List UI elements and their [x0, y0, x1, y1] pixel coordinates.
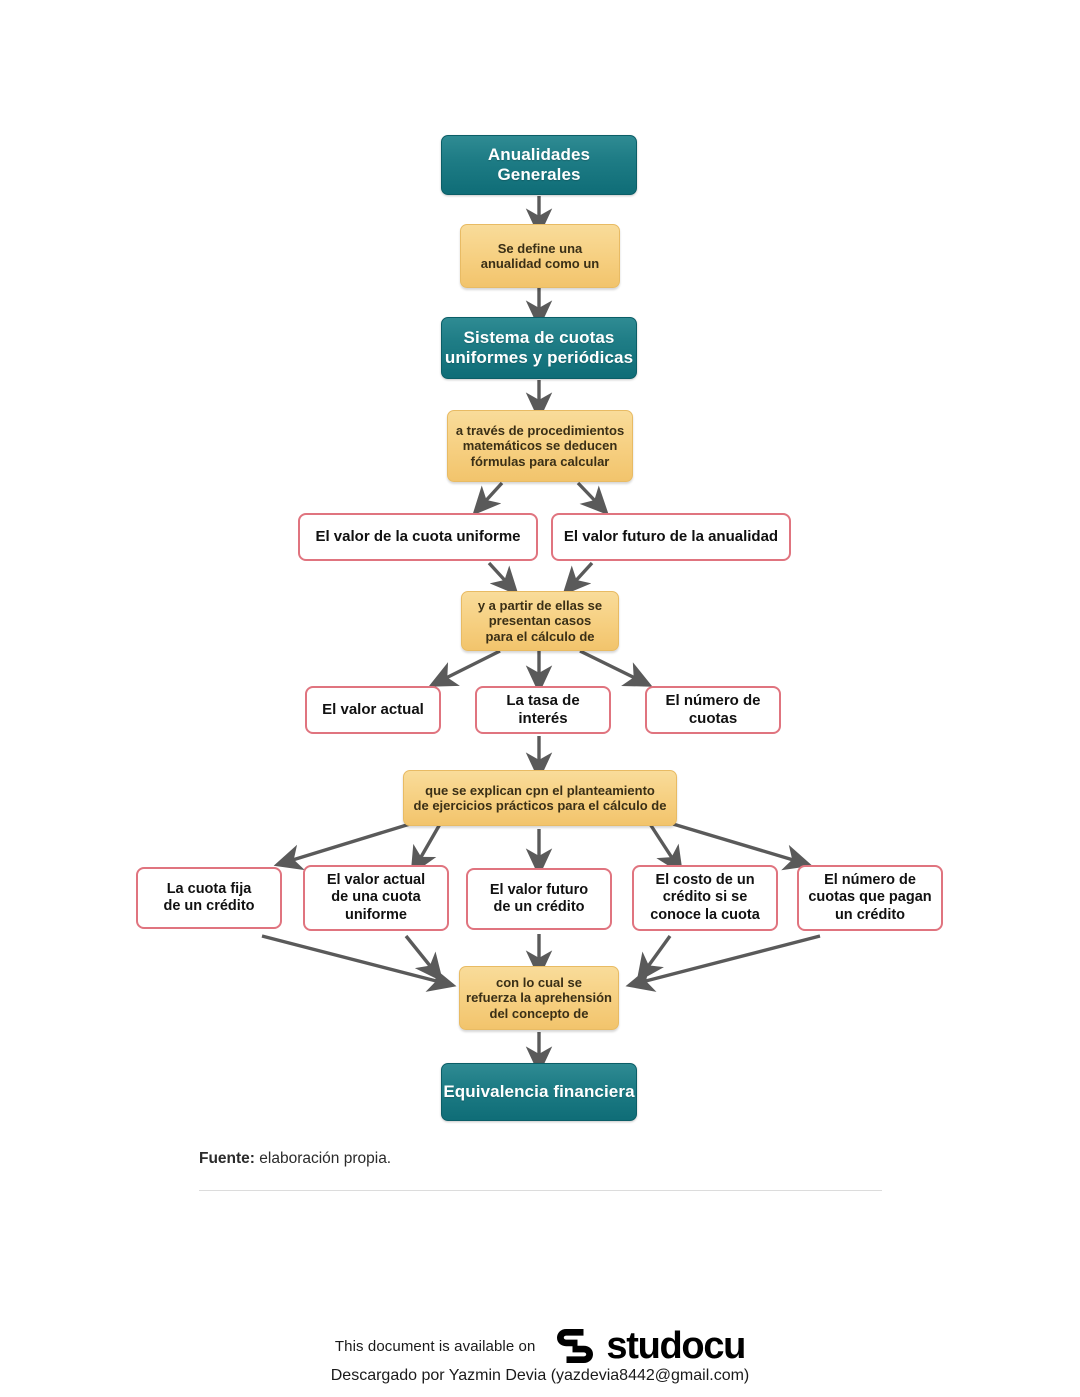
studocu-wordmark: studocu	[606, 1325, 746, 1367]
box-numero-cuotas-pagan-credito[interactable]: El número de cuotas que pagan un crédito	[797, 865, 943, 931]
node-label: La cuota fija de un crédito	[163, 880, 255, 914]
node-label: El valor actual de una cuota uniforme	[326, 872, 426, 923]
horizontal-divider	[199, 1190, 882, 1191]
box-tasa-de-interes[interactable]: La tasa de interés	[475, 686, 611, 734]
connector-refuerza-aprehension[interactable]: con lo cual se refuerza la aprehensión d…	[459, 966, 619, 1030]
node-label: El valor futuro de la anualidad	[563, 528, 779, 546]
source-label: Fuente:	[199, 1150, 255, 1167]
node-label: Se define una anualidad como un	[480, 240, 600, 271]
node-anualidades-generales[interactable]: Anualidades Generales	[441, 135, 637, 195]
box-valor-actual-cuota-uniforme[interactable]: El valor actual de una cuota uniforme	[303, 865, 449, 931]
node-label: que se explican cpn el planteamiento de …	[413, 782, 667, 813]
concept-map-diagram: Anualidades Generales Se define una anua…	[136, 135, 943, 1121]
node-label: El costo de un crédito si se conoce la c…	[650, 872, 760, 923]
box-numero-de-cuotas[interactable]: El número de cuotas	[645, 686, 781, 734]
box-valor-futuro-anualidad[interactable]: El valor futuro de la anualidad	[551, 513, 791, 561]
connector-a-partir-de-ellas[interactable]: y a partir de ellas se presentan casos p…	[461, 591, 619, 651]
node-label: a través de procedimientos matemáticos s…	[455, 423, 625, 469]
node-label: Anualidades Generales	[487, 144, 591, 184]
node-label: Sistema de cuotas uniformes y periódicas	[444, 327, 634, 367]
node-label: con lo cual se refuerza la aprehensión d…	[466, 975, 612, 1021]
node-label: La tasa de interés	[506, 692, 580, 727]
node-equivalencia-financiera[interactable]: Equivalencia financiera	[441, 1063, 637, 1121]
source-caption: Fuente: elaboración propia.	[199, 1150, 899, 1168]
box-costo-credito[interactable]: El costo de un crédito si se conoce la c…	[632, 865, 778, 931]
connector-se-define[interactable]: Se define una anualidad como un	[460, 224, 620, 288]
downloaded-by-text: Descargado por Yazmin Devia (yazdevia844…	[330, 1367, 750, 1384]
node-label: El valor actual	[322, 701, 424, 719]
node-sistema-de-cuotas[interactable]: Sistema de cuotas uniformes y periódicas	[441, 317, 637, 379]
studocu-s-mark-icon	[557, 1329, 594, 1363]
node-label: El número de cuotas que pagan un crédito	[808, 872, 932, 923]
source-text: elaboración propia.	[254, 1150, 392, 1167]
node-label: y a partir de ellas se presentan casos p…	[477, 598, 603, 644]
node-label: El valor de la cuota uniforme	[315, 528, 521, 546]
box-valor-cuota-uniforme[interactable]: El valor de la cuota uniforme	[298, 513, 538, 561]
studocu-footer-bar: This document is available on studocu	[0, 1326, 1080, 1366]
box-valor-actual[interactable]: El valor actual	[305, 686, 441, 734]
node-label: El número de cuotas	[665, 692, 761, 727]
studocu-logo[interactable]: studocu	[553, 1324, 746, 1368]
node-label: Equivalencia financiera	[443, 1081, 635, 1101]
box-cuota-fija-credito[interactable]: La cuota fija de un crédito	[136, 867, 282, 929]
box-valor-futuro-credito[interactable]: El valor futuro de un crédito	[466, 868, 612, 930]
connector-procedimientos-matematicos[interactable]: a través de procedimientos matemáticos s…	[447, 410, 633, 482]
connector-ejercicios-practicos[interactable]: que se explican cpn el planteamiento de …	[403, 770, 677, 826]
node-label: El valor futuro de un crédito	[489, 881, 589, 915]
available-on-text: This document is available on	[334, 1337, 536, 1355]
